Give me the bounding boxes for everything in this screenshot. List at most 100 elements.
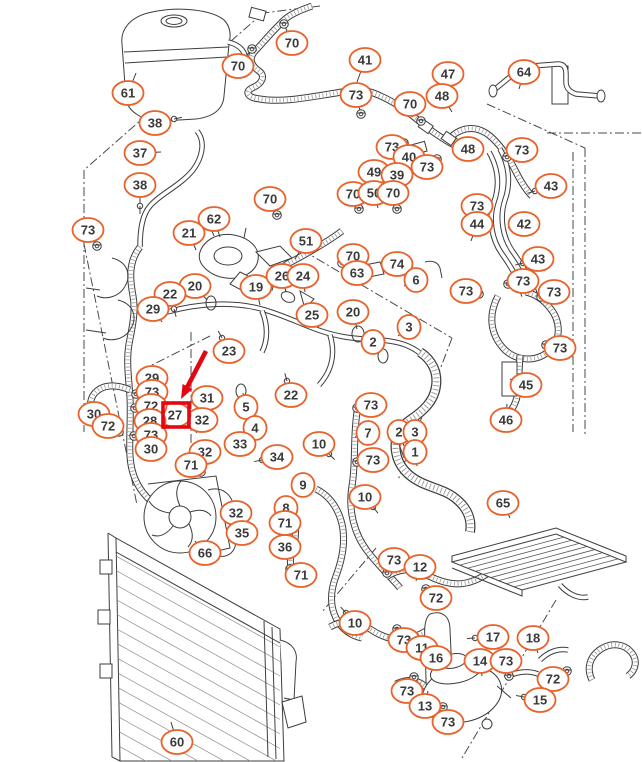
callout-35[interactable]: 35	[225, 520, 259, 546]
callout-20[interactable]: 20	[336, 299, 370, 325]
svg-text:38: 38	[133, 178, 147, 193]
callout-9[interactable]: 9	[290, 472, 316, 498]
bolt-glyph	[170, 305, 178, 317]
callout-71[interactable]: 71	[268, 510, 302, 536]
callout-5[interactable]: 5	[233, 394, 259, 420]
highlight-layer	[161, 349, 209, 429]
callout-18[interactable]: 18	[516, 625, 550, 651]
callout-73[interactable]: 73	[449, 278, 483, 304]
callout-7[interactable]: 7	[355, 420, 381, 446]
svg-text:71: 71	[278, 516, 292, 531]
callout-61[interactable]: 61	[111, 80, 145, 106]
svg-text:10: 10	[348, 616, 362, 631]
svg-text:22: 22	[163, 287, 177, 302]
callout-73[interactable]: 73	[339, 82, 373, 108]
callout-31[interactable]: 31	[190, 385, 224, 411]
callout-2[interactable]: 2	[360, 329, 386, 355]
callout-13[interactable]: 13	[408, 693, 442, 719]
callout-44[interactable]: 44	[460, 211, 494, 237]
callout-73[interactable]: 73	[410, 154, 444, 180]
oil-cooler	[450, 527, 628, 597]
callout-65[interactable]: 65	[486, 490, 520, 516]
callout-22[interactable]: 22	[274, 382, 308, 408]
callout-36[interactable]: 36	[268, 534, 302, 560]
svg-text:71: 71	[294, 568, 308, 583]
callout-62[interactable]: 62	[197, 206, 231, 232]
callout-3[interactable]: 3	[396, 314, 422, 340]
callout-72[interactable]: 72	[536, 666, 570, 692]
svg-text:73: 73	[400, 684, 414, 699]
callout-42[interactable]: 42	[507, 211, 541, 237]
callout-73[interactable]: 73	[354, 392, 388, 418]
callout-21[interactable]: 21	[172, 220, 206, 246]
callout-14[interactable]: 14	[463, 648, 497, 674]
callout-46[interactable]: 46	[489, 407, 523, 433]
callout-10[interactable]: 10	[338, 610, 372, 636]
callout-25[interactable]: 25	[295, 302, 329, 328]
callout-70[interactable]: 70	[221, 53, 255, 79]
callout-43[interactable]: 43	[534, 173, 568, 199]
callout-15[interactable]: 15	[523, 687, 557, 713]
callout-12[interactable]: 12	[403, 554, 437, 580]
callout-33[interactable]: 33	[223, 431, 257, 457]
svg-text:63: 63	[350, 266, 364, 281]
callout-72[interactable]: 72	[91, 413, 125, 439]
callout-41[interactable]: 41	[348, 47, 382, 73]
callout-16[interactable]: 16	[419, 645, 453, 671]
callout-60[interactable]: 60	[160, 729, 194, 755]
callout-24[interactable]: 24	[286, 263, 320, 289]
callout-45[interactable]: 45	[509, 372, 543, 398]
callout-32[interactable]: 32	[185, 407, 219, 433]
callout-6[interactable]: 6	[403, 267, 429, 293]
callout-47[interactable]: 47	[431, 61, 465, 87]
callout-37[interactable]: 37	[123, 140, 157, 166]
callout-38[interactable]: 38	[138, 110, 172, 136]
svg-text:42: 42	[517, 217, 531, 232]
svg-text:35: 35	[235, 526, 249, 541]
callout-73[interactable]: 73	[460, 193, 494, 219]
callout-73[interactable]: 73	[356, 447, 390, 473]
callout-32[interactable]: 32	[219, 500, 253, 526]
callout-29[interactable]: 29	[136, 296, 170, 322]
callout-48[interactable]: 48	[425, 83, 459, 109]
callout-73[interactable]: 73	[489, 648, 523, 674]
callout-73[interactable]: 73	[506, 268, 540, 294]
callout-43[interactable]: 43	[521, 246, 555, 272]
callout-10[interactable]: 10	[348, 484, 382, 510]
callout-66[interactable]: 66	[188, 540, 222, 566]
callout-17[interactable]: 17	[476, 624, 510, 650]
callout-22[interactable]: 22	[153, 281, 187, 307]
callout-10[interactable]: 10	[302, 431, 336, 457]
callout-73[interactable]: 73	[543, 335, 577, 361]
callout-70[interactable]: 70	[275, 30, 309, 56]
callout-70[interactable]: 70	[393, 91, 427, 117]
callout-34[interactable]: 34	[260, 444, 294, 470]
svg-text:73: 73	[420, 160, 434, 175]
callout-1[interactable]: 1	[402, 439, 428, 465]
callout-30[interactable]: 30	[134, 436, 168, 462]
callout-23[interactable]: 23	[212, 338, 246, 364]
callout-19[interactable]: 19	[239, 274, 273, 300]
callout-51[interactable]: 51	[289, 228, 323, 254]
callout-38[interactable]: 38	[123, 172, 157, 198]
svg-text:4: 4	[251, 421, 259, 436]
callout-73[interactable]: 73	[505, 137, 539, 163]
svg-text:2: 2	[395, 425, 402, 440]
callout-71[interactable]: 71	[174, 452, 208, 478]
callout-63[interactable]: 63	[340, 260, 374, 286]
callout-20[interactable]: 20	[178, 273, 212, 299]
callout-73[interactable]: 73	[537, 279, 571, 305]
callout-74[interactable]: 74	[380, 251, 414, 277]
callout-71[interactable]: 71	[284, 562, 318, 588]
callout-72[interactable]: 72	[419, 585, 453, 611]
callout-73[interactable]: 73	[431, 709, 465, 735]
callout-64[interactable]: 64	[507, 59, 541, 85]
clamp-glyph	[416, 116, 426, 126]
callout-70[interactable]: 70	[253, 186, 287, 212]
svg-text:73: 73	[349, 88, 363, 103]
callout-73[interactable]: 73	[71, 217, 105, 243]
svg-text:37: 37	[133, 146, 147, 161]
callout-48[interactable]: 48	[451, 136, 485, 162]
callout-70[interactable]: 70	[376, 180, 410, 206]
svg-text:72: 72	[101, 419, 115, 434]
